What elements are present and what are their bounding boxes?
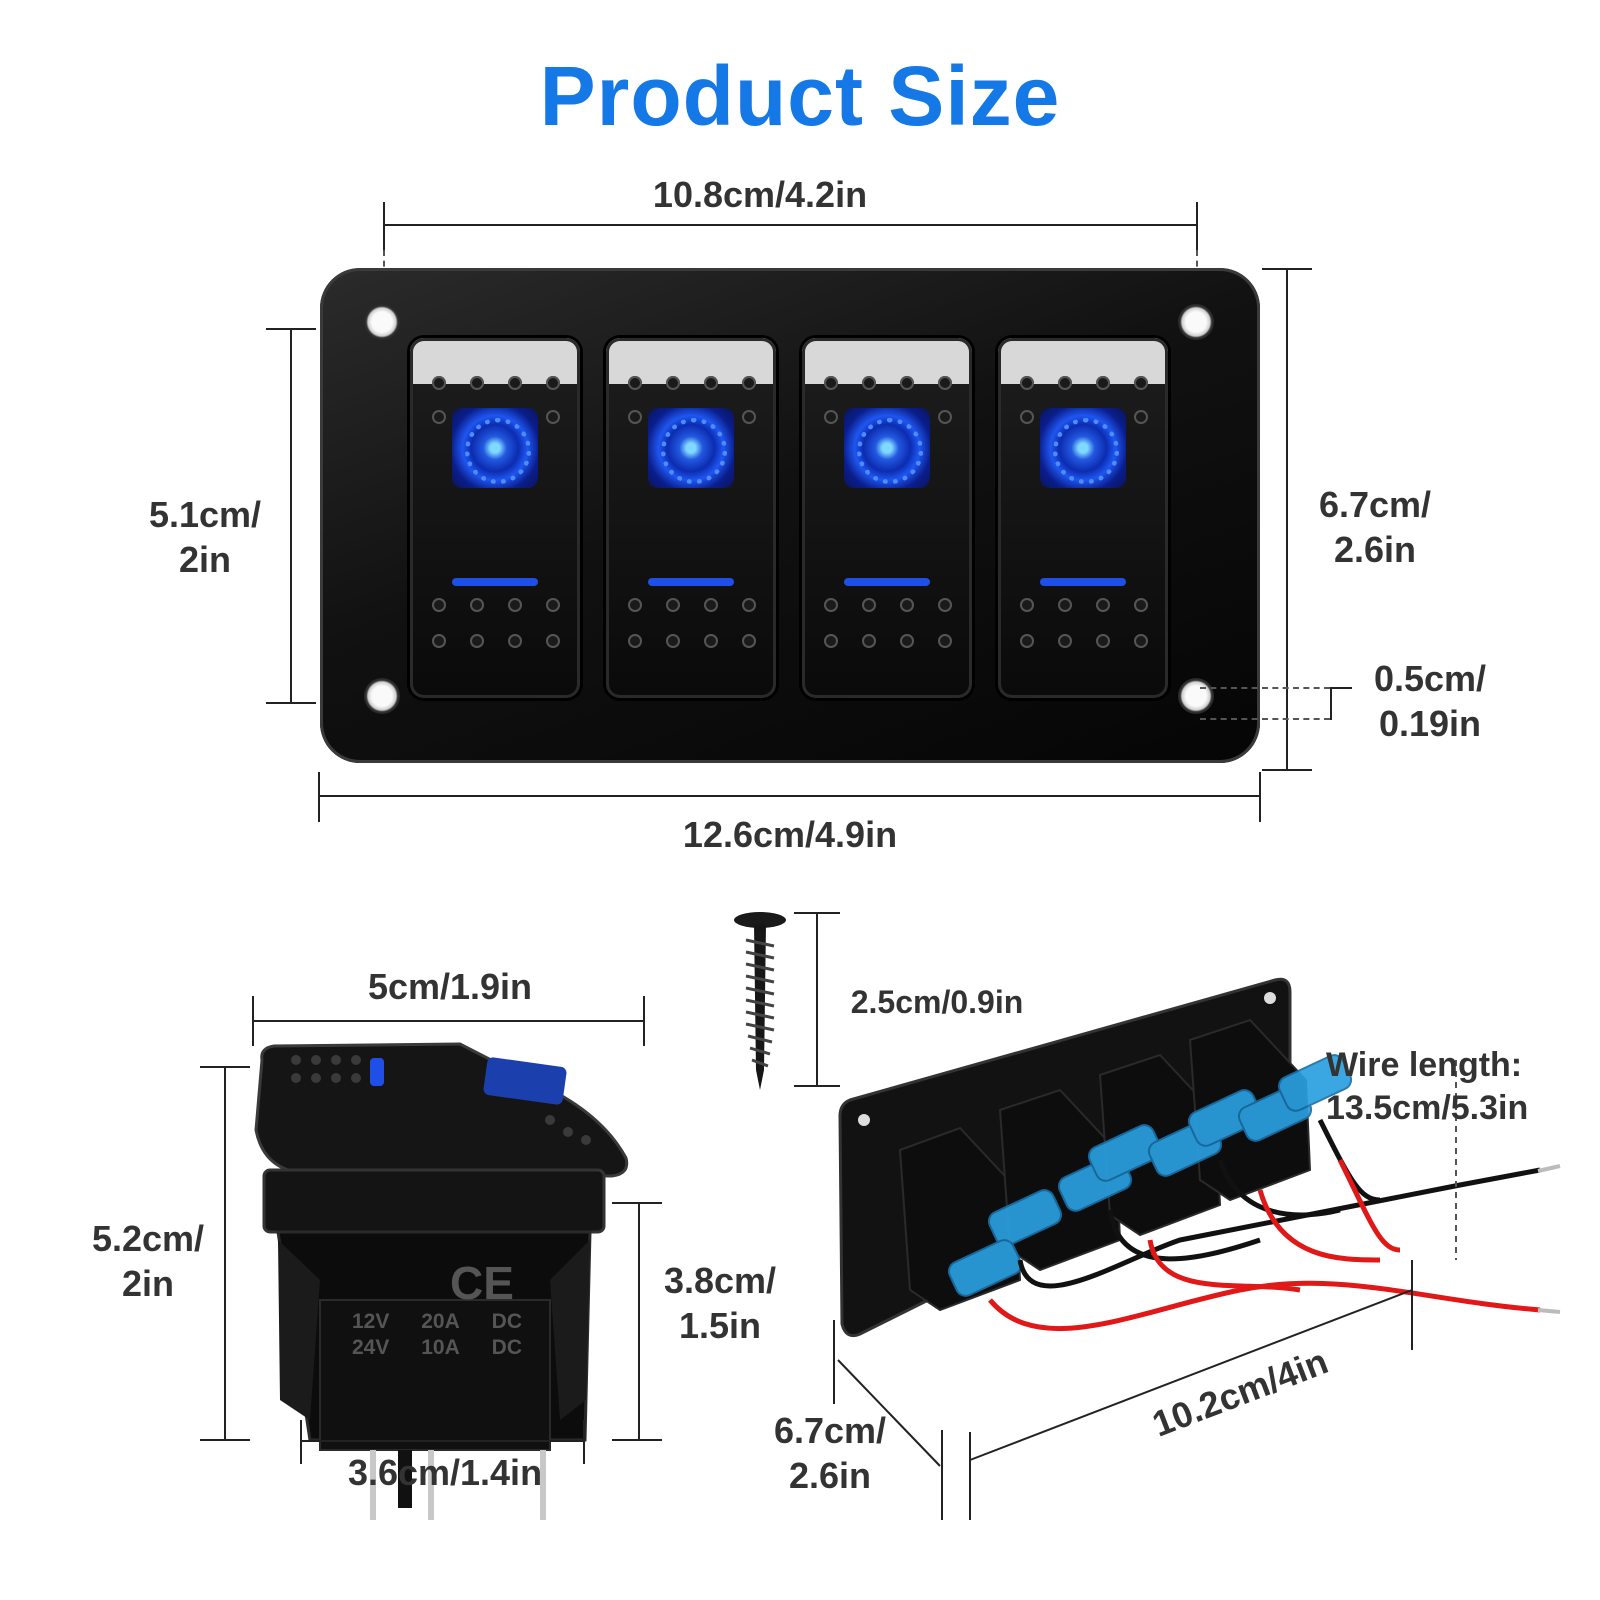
dimension-line (383, 224, 1196, 226)
mount-hole-icon (364, 304, 400, 340)
dimension-tick (1259, 772, 1261, 822)
rocker-bottom-width-label: 3.6cm/1.4in (347, 1452, 543, 1493)
rocker-switch (998, 338, 1168, 698)
dimension-tick (583, 1420, 585, 1464)
mount-hole-icon (1178, 678, 1214, 714)
mount-hole-icon (364, 678, 400, 714)
page-title: Product Size (539, 49, 1061, 143)
dimension-tick (266, 702, 316, 704)
guide-dash (1200, 718, 1330, 720)
dimension-line (816, 912, 818, 1086)
panel-back-diagram: Wire length: 13.5cm/5.3in 6.7cm/ 2.6in 1… (774, 960, 1600, 1600)
led-lens-icon (452, 408, 538, 488)
dimension-line (224, 1066, 226, 1440)
dimension-tick (200, 1439, 250, 1441)
hole-offset-label: 0.5cm/ 0.19in (1373, 658, 1487, 744)
dimension-line (252, 1020, 644, 1022)
panel-inner-width-label: 10.8cm/4.2in (652, 174, 868, 215)
led-lens-icon (648, 408, 734, 488)
screw-icon (734, 912, 786, 1090)
switch-panel (320, 268, 1260, 763)
dimension-line (290, 328, 292, 703)
dimension-tick (643, 996, 645, 1046)
led-strip (1040, 578, 1126, 586)
dimension-tick (252, 996, 254, 1046)
dimension-line (1286, 268, 1288, 770)
dimension-tick (794, 1085, 840, 1087)
mount-hole-icon (1178, 304, 1214, 340)
dimension-tick (794, 912, 840, 914)
dimension-tick (200, 1066, 250, 1068)
rating-row-1: 12V 20A DC (352, 1310, 522, 1333)
panel-outer-width-label: 12.6cm/4.9in (682, 814, 898, 855)
dimension-tick (383, 202, 385, 250)
dimension-tick (318, 772, 320, 822)
rocker-switch (606, 338, 776, 698)
led-lens-icon (1040, 408, 1126, 488)
rocker-switch (410, 338, 580, 698)
rocker-height-label: 5.2cm/ 2in (91, 1218, 205, 1304)
guide-dash (1200, 687, 1330, 689)
dimension-tick (1262, 268, 1312, 270)
dimension-tick (612, 1202, 662, 1204)
switch-height-label: 5.1cm/ 2in (148, 494, 262, 580)
led-strip (452, 578, 538, 586)
led-strip (648, 578, 734, 586)
led-lens-icon (844, 408, 930, 488)
rocker-top-width-label: 5cm/1.9in (367, 966, 533, 1007)
rocker-switch (802, 338, 972, 698)
panel-front-diagram: 10.8cm/4.2in (148, 174, 1487, 855)
wire-length-label: Wire length: 13.5cm/5.3in (1326, 1046, 1529, 1127)
screw-length-label: 2.5cm/0.9in (850, 984, 1024, 1020)
dimension-tick (266, 328, 316, 330)
dimension-tick (612, 1439, 662, 1441)
rocker-switch-side-icon (254, 1042, 629, 1520)
screw-diagram: 2.5cm/0.9in (730, 910, 1050, 1110)
rocker-switch-diagram: 5cm/1.9in CE 12V 20A DC 24V 10A DC (0, 880, 776, 1600)
dimension-line (1330, 687, 1332, 720)
dimension-line (300, 1440, 584, 1442)
dimension-tick (1196, 202, 1198, 250)
dimension-line (318, 795, 1260, 797)
led-strip (844, 578, 930, 586)
panel-wiring-icon (833, 977, 1561, 1520)
rating-row-2: 24V 10A DC (352, 1336, 522, 1359)
panel-height-label: 6.7cm/ 2.6in (1318, 484, 1432, 570)
rocker-body-height-label: 3.8cm/ 1.5in (663, 1260, 777, 1346)
dimension-line (638, 1202, 640, 1440)
dimension-line (1330, 687, 1352, 689)
dimension-tick (300, 1420, 302, 1464)
ce-mark: CE (450, 1257, 514, 1309)
angled-depth-label: 6.7cm/ 2.6in (773, 1410, 887, 1496)
dimension-tick (1262, 769, 1312, 771)
